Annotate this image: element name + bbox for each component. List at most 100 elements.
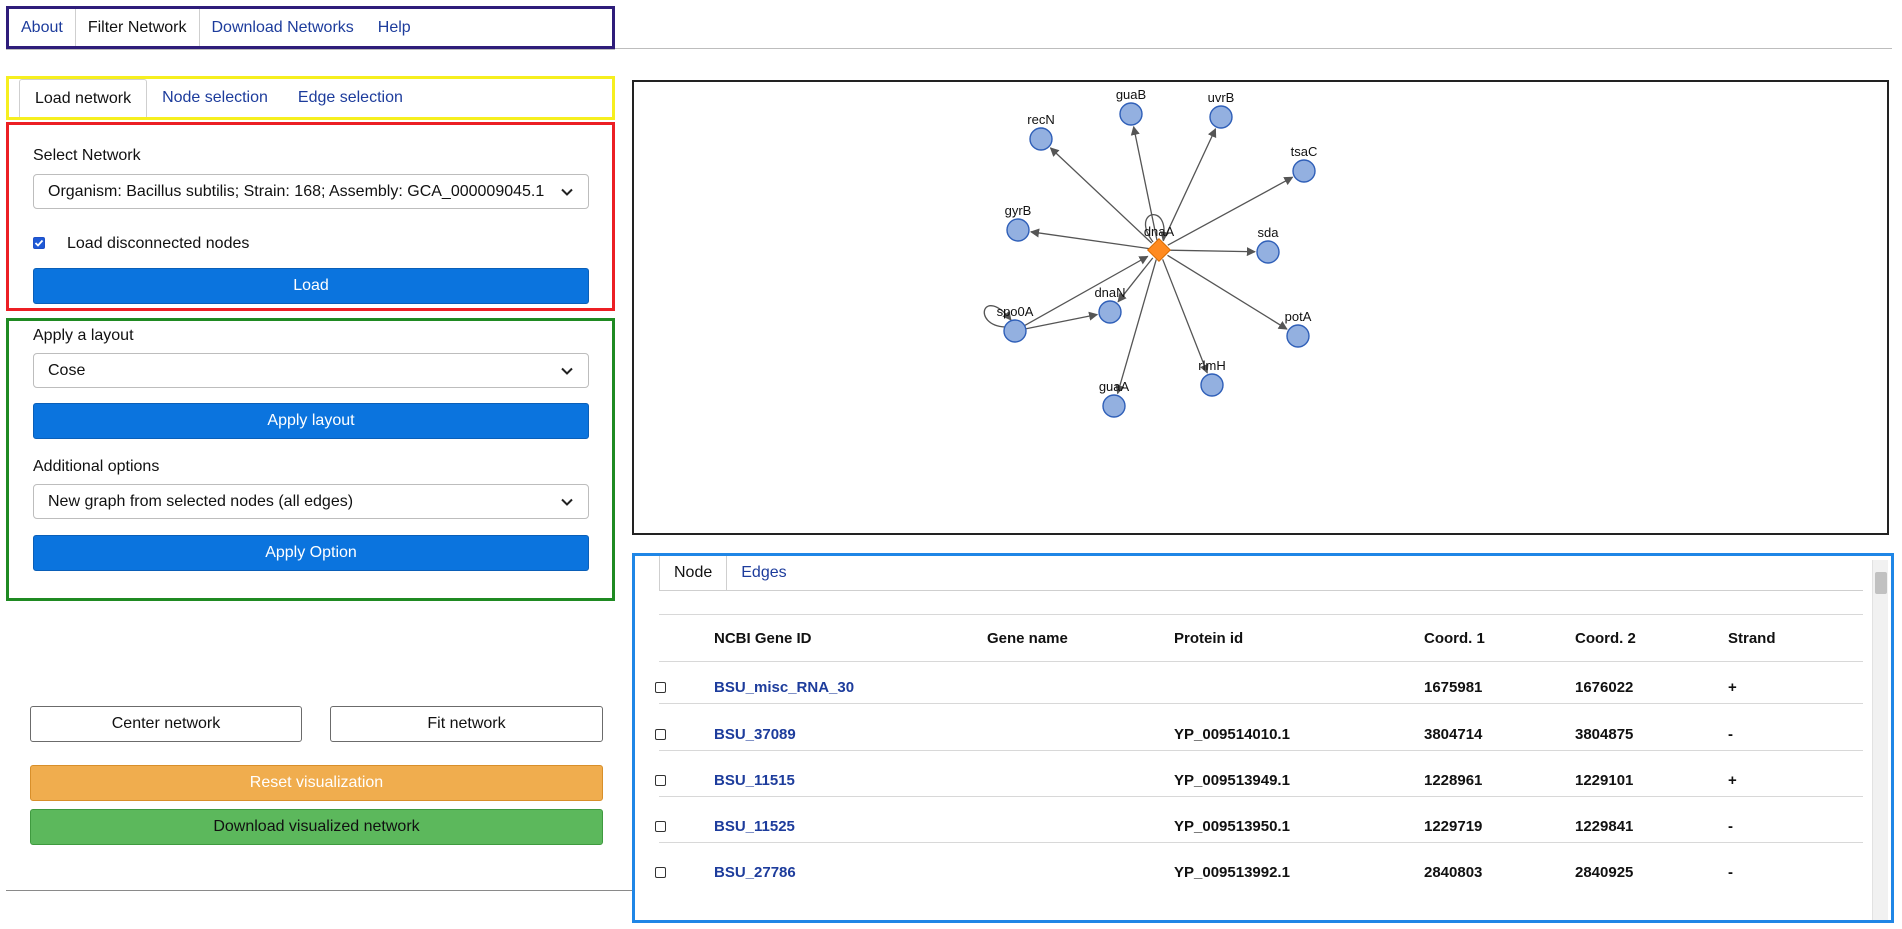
chevron-down-icon (561, 188, 573, 196)
node-uvrB[interactable]: uvrB (1208, 90, 1235, 129)
load-disconnected-checkbox[interactable] (33, 237, 45, 249)
center-network-button[interactable]: Center network (30, 706, 302, 742)
edge-dnaA-tsaC[interactable] (1167, 176, 1294, 246)
column-header-protein-id[interactable]: Protein id (1174, 630, 1244, 647)
check-icon (34, 239, 44, 247)
column-header-coord-2[interactable]: Coord. 2 (1575, 630, 1636, 647)
node-circle[interactable] (1102, 394, 1126, 418)
node-circle[interactable] (1098, 300, 1122, 324)
nav-tab-download-networks[interactable]: Download Networks (211, 18, 354, 36)
node-gyrB[interactable]: gyrB (1005, 203, 1032, 242)
edge-dnaA-guaA[interactable] (1115, 259, 1157, 395)
node-potA[interactable]: potA (1285, 309, 1312, 348)
node-spo0A[interactable]: spo0A (997, 304, 1034, 343)
cell-ncbi-gene-id[interactable]: BSU_27786 (714, 864, 796, 881)
edge-spo0A-dnaA[interactable] (1023, 255, 1149, 327)
node-circle[interactable] (1200, 373, 1224, 397)
row-checkbox[interactable] (655, 775, 666, 786)
additional-options-label: Additional options (33, 458, 160, 475)
edge-dnaA-sda[interactable] (1168, 247, 1256, 257)
node-circle[interactable] (1029, 127, 1053, 151)
cell-ncbi-gene-id[interactable]: BSU_11525 (714, 818, 795, 835)
cell-strand: - (1728, 864, 1733, 881)
row-checkbox[interactable] (655, 729, 666, 740)
node-rlmH[interactable]: rlmH (1198, 358, 1226, 397)
node-label: spo0A (997, 304, 1034, 319)
cell-coord-2: 1676022 (1575, 679, 1634, 696)
load-network-panel: Select Network Organism: Bacillus subtil… (6, 122, 615, 311)
tab-edge-selection[interactable]: Edge selection (297, 89, 403, 106)
nav-tab-filter-network[interactable]: Filter Network (74, 9, 200, 46)
load-button[interactable]: Load (33, 268, 589, 304)
column-header-coord-1[interactable]: Coord. 1 (1424, 630, 1485, 647)
select-network-label: Select Network (33, 147, 141, 164)
edge-dnaA-recN[interactable] (1049, 147, 1153, 244)
download-visualized-network-button[interactable]: Download visualized network (30, 809, 603, 845)
node-circle[interactable] (1292, 159, 1316, 183)
self-loop-dnaA[interactable] (1144, 214, 1170, 243)
fit-network-button[interactable]: Fit network (330, 706, 603, 742)
node-guaA[interactable]: guaA (1099, 379, 1130, 418)
hub-node-diamond[interactable] (1146, 237, 1172, 263)
node-guaB[interactable]: guaB (1116, 87, 1146, 126)
edge-dnaA-uvrB[interactable] (1162, 127, 1217, 242)
options-select[interactable]: New graph from selected nodes (all edges… (33, 484, 589, 519)
node-circle[interactable] (1006, 218, 1030, 242)
cell-coord-1: 3804714 (1424, 726, 1483, 743)
apply-option-button[interactable]: Apply Option (33, 535, 589, 571)
nav-tab-help[interactable]: Help (377, 18, 411, 36)
node-circle[interactable] (1256, 240, 1280, 264)
cell-coord-1: 1228961 (1424, 772, 1483, 789)
column-header-ncbi-gene-id[interactable]: NCBI Gene ID (714, 630, 812, 647)
table-panel: Node Edges NCBI Gene ID Gene name Protei… (632, 553, 1894, 923)
node-sda[interactable]: sda (1256, 225, 1280, 264)
table-scrollbar[interactable] (1872, 560, 1888, 920)
node-dnaA[interactable]: dnaA (1144, 224, 1175, 263)
header-top-line (659, 614, 1863, 615)
tab-node[interactable]: Node (659, 556, 728, 590)
column-header-gene-name[interactable]: Gene name (987, 630, 1068, 647)
reset-visualization-button[interactable]: Reset visualization (30, 765, 603, 801)
tab-load-network[interactable]: Load network (19, 79, 148, 117)
edge-dnaA-gyrB[interactable] (1029, 228, 1150, 250)
apply-layout-button[interactable]: Apply layout (33, 403, 589, 439)
row-checkbox[interactable] (655, 867, 666, 878)
tab-node-selection[interactable]: Node selection (162, 89, 268, 106)
node-circle[interactable] (1119, 102, 1143, 126)
row-checkbox[interactable] (655, 682, 666, 693)
cell-coord-1: 1229719 (1424, 818, 1483, 835)
node-recN[interactable]: recN (1027, 112, 1055, 151)
node-circle[interactable] (1209, 105, 1233, 129)
network-canvas[interactable]: dnaA recN guaB uvrB tsaC gyrB sda spo0A dnaN potA… (632, 80, 1889, 535)
cell-ncbi-gene-id[interactable]: BSU_11515 (714, 772, 795, 789)
edge-dnaA-potA[interactable] (1167, 254, 1288, 330)
apply-layout-label: Apply a layout (33, 327, 134, 344)
node-circle[interactable] (1286, 324, 1310, 348)
nav-tab-about[interactable]: About (21, 18, 63, 36)
node-label: tsaC (1291, 144, 1318, 159)
node-label: rlmH (1198, 358, 1225, 373)
cell-protein-id: YP_009514010.1 (1174, 726, 1290, 743)
node-dnaN[interactable]: dnaN (1094, 285, 1126, 324)
node-circle[interactable] (1003, 319, 1027, 343)
network-graph[interactable]: dnaA recN guaB uvrB tsaC gyrB sda spo0A dnaN potA… (634, 82, 1887, 533)
cell-coord-2: 2840925 (1575, 864, 1634, 881)
cell-ncbi-gene-id[interactable]: BSU_misc_RNA_30 (714, 679, 855, 696)
row-divider (659, 750, 1863, 751)
cell-ncbi-gene-id[interactable]: BSU_37089 (714, 726, 796, 743)
edge-dnaA-guaB[interactable] (1130, 125, 1158, 241)
row-checkbox[interactable] (655, 821, 666, 832)
node-label: guaA (1099, 379, 1130, 394)
network-select[interactable]: Organism: Bacillus subtilis; Strain: 168… (33, 174, 589, 209)
edge-spo0A-dnaN[interactable] (1024, 311, 1099, 330)
edge-dnaA-rlmH[interactable] (1162, 259, 1209, 374)
scroll-thumb[interactable] (1875, 572, 1887, 594)
node-tsaC[interactable]: tsaC (1291, 144, 1318, 183)
tab-edges[interactable]: Edges (741, 564, 787, 581)
self-loop-spo0A[interactable] (983, 305, 1012, 328)
column-header-strand[interactable]: Strand (1728, 630, 1776, 647)
edge-dnaA-dnaN[interactable] (1117, 257, 1154, 303)
node-label: recN (1027, 112, 1054, 127)
layout-select[interactable]: Cose (33, 353, 589, 388)
cell-strand: - (1728, 818, 1733, 835)
